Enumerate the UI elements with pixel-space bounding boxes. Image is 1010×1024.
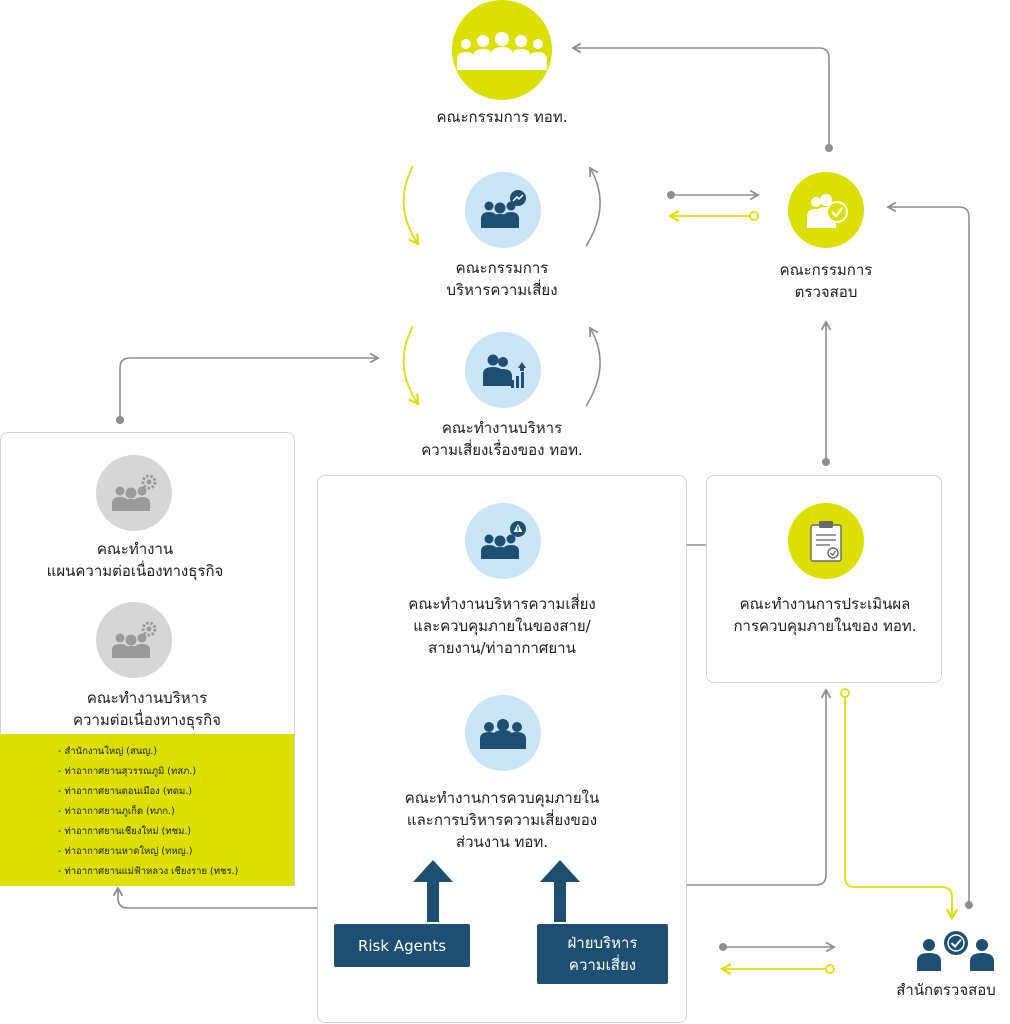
ic-eval-wg-icon bbox=[788, 503, 864, 579]
bcp-wg-label: คณะทำงาน แผนความต่อเนื่องทางธุรกิจ bbox=[10, 538, 260, 582]
line-risk-wg-line-3: สายงาน/ท่าอากาศยาน bbox=[428, 639, 576, 657]
internal-audit-line: สำนักตรวจสอบ bbox=[896, 981, 996, 999]
unit-control-wg-line-3: ส่วนงาน ทอท. bbox=[455, 833, 549, 851]
audit-committee-line-2: ตรวจสอบ bbox=[794, 283, 858, 301]
board-icon bbox=[452, 0, 552, 100]
unit-control-wg-icon bbox=[465, 695, 541, 771]
airport-item: - สำนักงานใหญ่ (สนญ.) bbox=[58, 746, 158, 757]
bcm-wg-label: คณะทำงานบริหาร ความต่อเนื่องทางธุรกิจ bbox=[10, 687, 284, 731]
bcm-wg-line-2: ความต่อเนื่องทางธุรกิจ bbox=[73, 711, 221, 729]
connector-bcm-to-aot-risk bbox=[119, 352, 380, 420]
risk-committee-line-2: บริหารความเสี่ยง bbox=[446, 281, 558, 299]
airport-item: - ท่าอากาศยานสุวรรณภูมิ (ทสภ.) bbox=[58, 766, 197, 777]
airport-item: - ท่าอากาศยานดอนเมือง (ทดม.) bbox=[58, 786, 192, 797]
up-arrow-icon bbox=[413, 860, 453, 922]
aot-risk-wg-line-2: ความเสี่ยงเรื่องของ ทอท. bbox=[421, 441, 583, 459]
internal-audit-icon bbox=[917, 931, 994, 971]
line-risk-wg-line-1: คณะทำงานบริหารความเสี่ยง bbox=[408, 595, 596, 613]
bcp-wg-line-2: แผนความต่อเนื่องทางธุรกิจ bbox=[46, 562, 224, 580]
internal-audit-label: สำนักตรวจสอบ bbox=[882, 979, 1010, 1001]
aot-risk-wg-icon bbox=[465, 332, 541, 408]
ic-eval-wg-label: คณะทำงานการประเมินผล การควบคุมภายในของ ท… bbox=[712, 593, 938, 637]
risk-department-button[interactable]: ฝ่ายบริหาร ความเสี่ยง bbox=[537, 924, 668, 984]
unit-control-wg-line-2: และการบริหารความเสี่ยงของ bbox=[406, 811, 598, 829]
risk-committee-line-1: คณะกรรมการ bbox=[455, 259, 549, 277]
up-arrow-icon bbox=[540, 860, 580, 922]
bcp-wg-icon bbox=[96, 455, 172, 531]
cycle-arrows-risk-committee bbox=[402, 165, 601, 247]
unit-control-wg-label: คณะทำงานการควบคุมภายใน และการบริหารความเ… bbox=[370, 787, 634, 853]
risk-department-line-1: ฝ่ายบริหาร bbox=[567, 934, 638, 952]
aot-risk-wg-line-1: คณะทำงานบริหาร bbox=[441, 419, 563, 437]
bcm-wg-icon bbox=[96, 602, 172, 678]
connector-agents-to-bcm bbox=[112, 886, 389, 912]
line-risk-wg-icon bbox=[465, 503, 541, 579]
audit-committee-icon bbox=[788, 172, 864, 248]
connector-eval-to-internal-audit bbox=[844, 693, 959, 921]
ic-eval-wg-line-1: คณะทำงานการประเมินผล bbox=[739, 595, 911, 613]
line-risk-wg-label: คณะทำงานบริหารความเสี่ยง และควบคุมภายในข… bbox=[370, 593, 634, 659]
bcm-wg-line-1: คณะทำงานบริหาร bbox=[86, 689, 208, 707]
airport-item: - ท่าอากาศยานภูเก็ต (ทภก.) bbox=[58, 806, 175, 817]
cycle-arrows-aot-risk-wg bbox=[402, 325, 601, 407]
board-label-line: คณะกรรมการ ทอท. bbox=[436, 108, 568, 126]
board-label: คณะกรรมการ ทอท. bbox=[370, 106, 634, 128]
unit-control-wg-line-1: คณะทำงานการควบคุมภายใน bbox=[404, 789, 600, 807]
airport-item: - ท่าอากาศยานแม่ฟ้าหลวง เชียงราย (ทชร.) bbox=[58, 866, 239, 877]
aot-risk-wg-label: คณะทำงานบริหาร ความเสี่ยงเรื่องของ ทอท. bbox=[370, 417, 634, 461]
risk-agents-button[interactable]: Risk Agents bbox=[334, 924, 470, 967]
airport-item: - ท่าอากาศยานหาดใหญ่ (ทหญ.) bbox=[58, 846, 193, 857]
connector-audit-to-board bbox=[571, 42, 830, 148]
risk-department-line-2: ความเสี่ยง bbox=[568, 956, 637, 974]
audit-committee-line-1: คณะกรรมการ bbox=[779, 261, 873, 279]
airport-list: - สำนักงานใหญ่ (สนญ.) - ท่าอากาศยานสุวรร… bbox=[0, 734, 294, 886]
risk-committee-label: คณะกรรมการ บริหารความเสี่ยง bbox=[370, 257, 634, 301]
ic-eval-wg-line-2: การควบคุมภายในของ ทอท. bbox=[733, 617, 917, 635]
line-risk-wg-line-2: และควบคุมภายในของสาย/ bbox=[413, 617, 591, 635]
audit-committee-label: คณะกรรมการ ตรวจสอบ bbox=[720, 259, 932, 303]
risk-committee-icon bbox=[465, 172, 541, 248]
risk-agents-label: Risk Agents bbox=[357, 936, 447, 955]
connector-internal-audit-to-audit bbox=[886, 201, 970, 905]
airport-item: - ท่าอากาศยานเชียงใหม่ (ทชม.) bbox=[58, 826, 192, 837]
bcp-wg-line-1: คณะทำงาน bbox=[96, 540, 174, 558]
